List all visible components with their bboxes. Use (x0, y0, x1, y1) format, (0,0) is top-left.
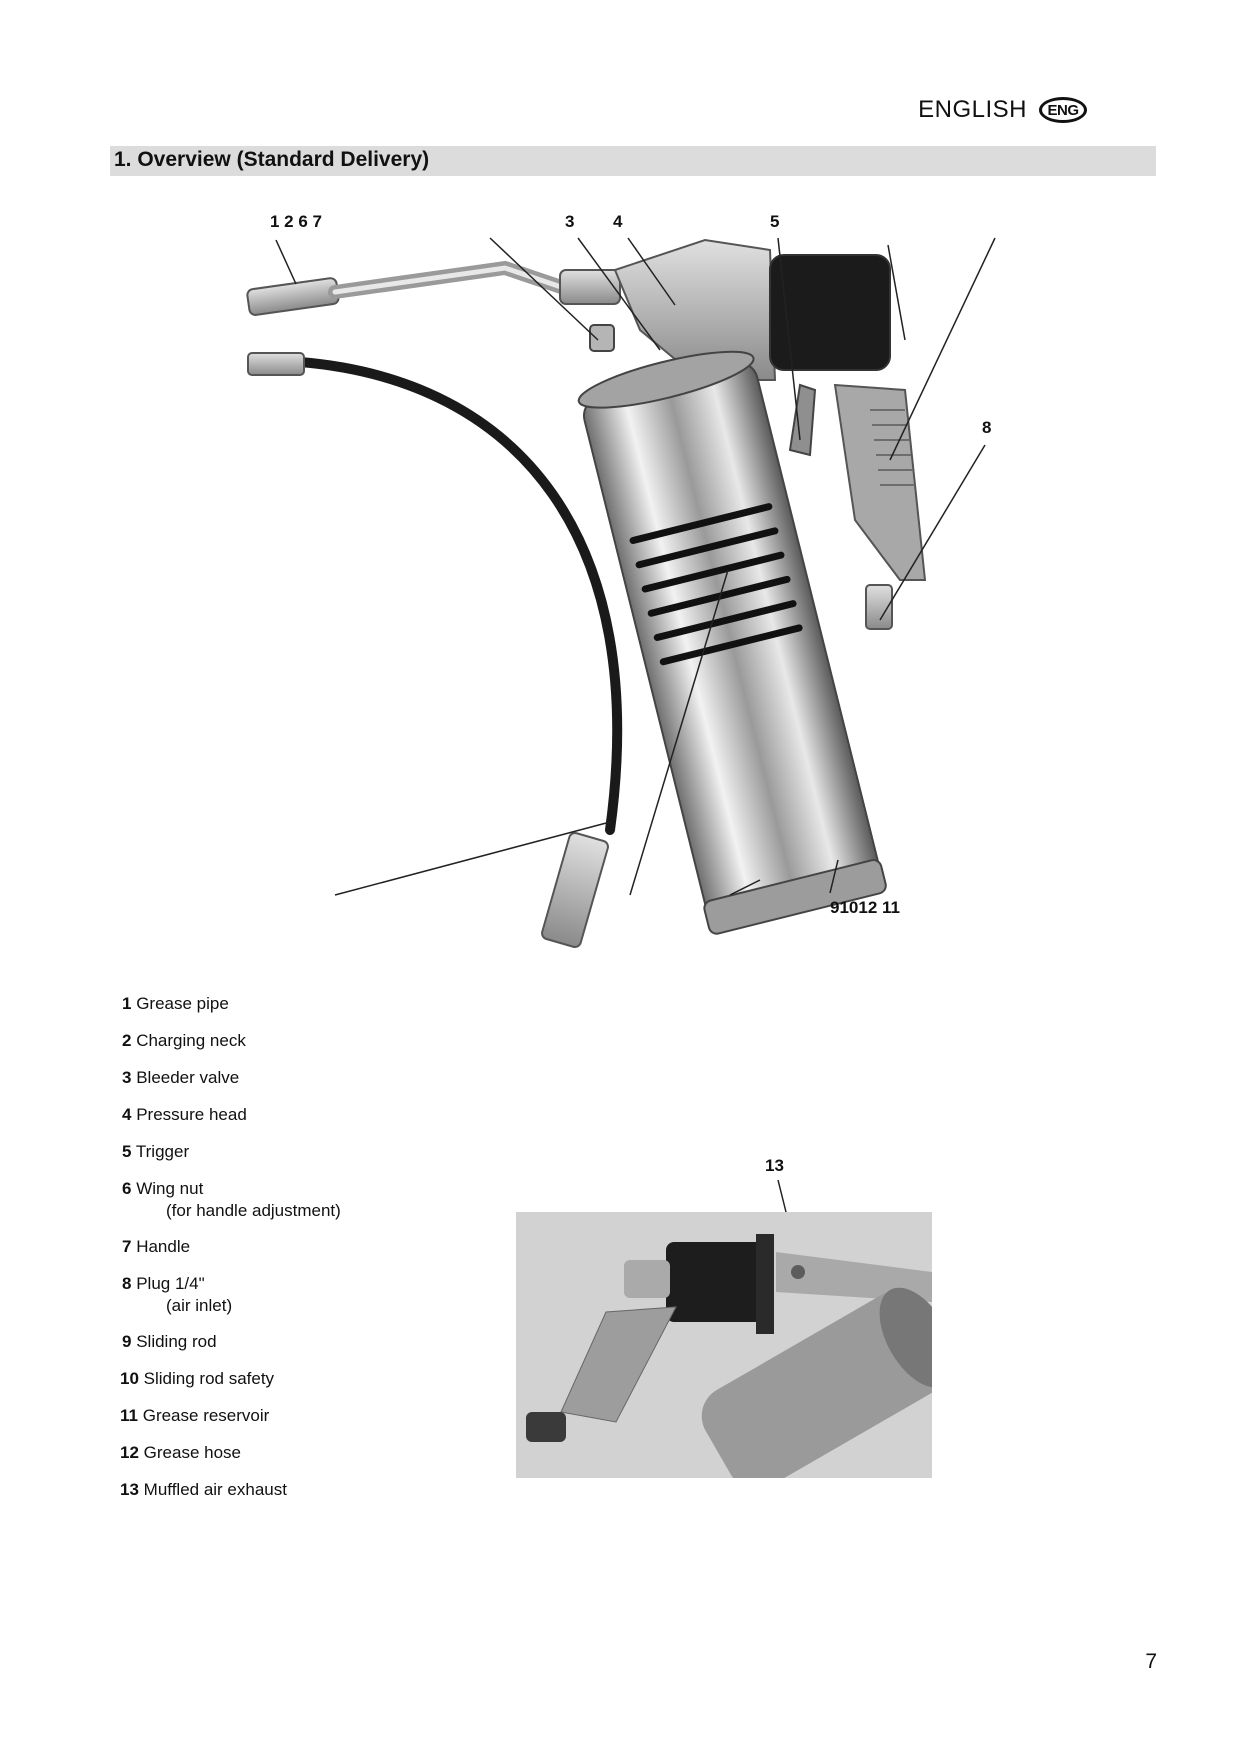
list-item: 6 Wing nut(for handle adjustment) (122, 1179, 341, 1220)
trigger (788, 383, 817, 457)
air-exhaust-photo (516, 1212, 932, 1478)
grease-pipe (246, 260, 621, 316)
callout-4: 4 (613, 212, 623, 231)
list-item: 12 Grease hose (120, 1443, 241, 1462)
callout-1267: 1 2 6 7 (270, 212, 322, 231)
page-number: 7 (1145, 1650, 1157, 1673)
list-item: 4 Pressure head (122, 1105, 247, 1124)
list-item: 5 Trigger (122, 1142, 190, 1161)
list-item: 9 Sliding rod (122, 1332, 217, 1351)
callout-leader-lines (275, 237, 996, 896)
air-motor-housing (769, 254, 891, 371)
list-item: 2 Charging neck (122, 1031, 246, 1050)
callout-91012-11: 91012 11 (830, 898, 900, 917)
callout-8: 8 (982, 418, 992, 437)
bleeder-valve (589, 324, 615, 352)
section-heading-bar (110, 146, 1156, 176)
language-badge: ENG (1039, 97, 1087, 123)
list-item: 3 Bleeder valve (122, 1068, 240, 1087)
language-label: ENGLISH (918, 96, 1027, 123)
list-item: 11 Grease reservoir (120, 1406, 270, 1425)
callout-3: 3 (565, 212, 575, 231)
pressure-head (613, 238, 777, 381)
list-item: 8 Plug 1/4"(air inlet) (122, 1274, 233, 1315)
callout-13: 13 (765, 1156, 784, 1175)
air-inlet-plug (865, 584, 893, 630)
callout-5: 5 (770, 212, 780, 231)
grease-reservoir (577, 350, 887, 935)
list-item: 10 Sliding rod safety (120, 1369, 275, 1388)
air-exhaust-photo-drawing (516, 1212, 932, 1478)
section-title: 1. Overview (Standard Delivery) (114, 148, 430, 171)
list-item: 7 Handle (122, 1237, 191, 1256)
list-item: 1 Grease pipe (122, 994, 229, 1013)
language-indicator: ENGLISH ENG (918, 96, 1087, 124)
list-item: 13 Muffled air exhaust (120, 1480, 287, 1499)
grease-hose (247, 352, 623, 948)
